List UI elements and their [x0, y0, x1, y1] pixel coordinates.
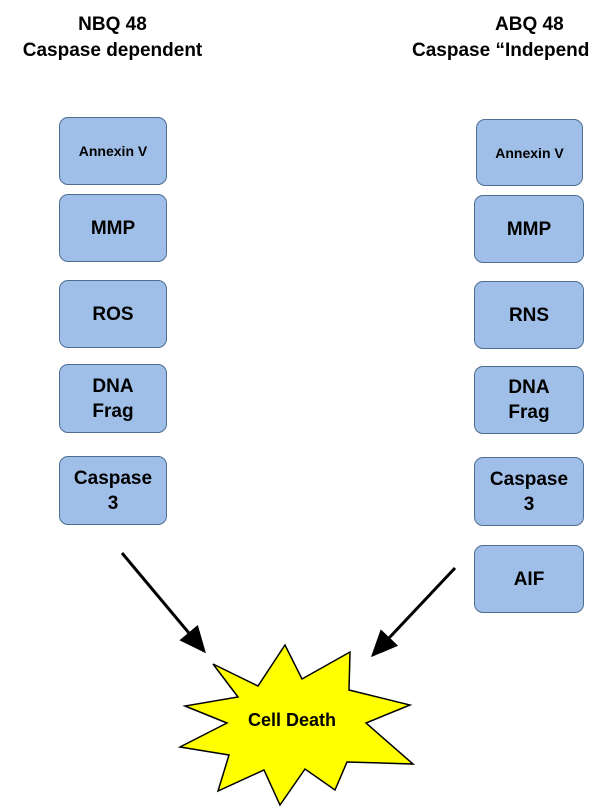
cell-death-starburst [177, 643, 416, 807]
left-subtitle: Caspase dependent [22, 40, 203, 61]
left-column-header: NBQ 48 Caspase dependent [0, 12, 225, 64]
right-box-annexin-v: Annexin V [476, 119, 583, 186]
left-box-caspase-3: Caspase 3 [59, 456, 167, 525]
right-box-mmp: MMP [474, 195, 584, 263]
left-box-ros: ROS [59, 280, 167, 348]
cell-death-label: Cell Death [247, 710, 337, 730]
right-subtitle: Caspase “Independ [412, 40, 590, 61]
left-box-dna-frag: DNA Frag [59, 364, 167, 433]
right-box-caspase-3: Caspase 3 [474, 457, 584, 526]
right-box-rns: RNS [474, 281, 584, 349]
left-arrow [120, 552, 206, 654]
right-box-aif: AIF [474, 545, 584, 613]
right-column-header: ABQ 48 Caspase “Independ [412, 12, 600, 64]
left-title: NBQ 48 [78, 14, 147, 35]
left-box-mmp: MMP [59, 194, 167, 262]
right-title: ABQ 48 [495, 14, 564, 35]
left-box-annexin-v: Annexin V [59, 117, 167, 185]
right-arrow [370, 566, 457, 658]
right-box-dna-frag: DNA Frag [474, 366, 584, 434]
